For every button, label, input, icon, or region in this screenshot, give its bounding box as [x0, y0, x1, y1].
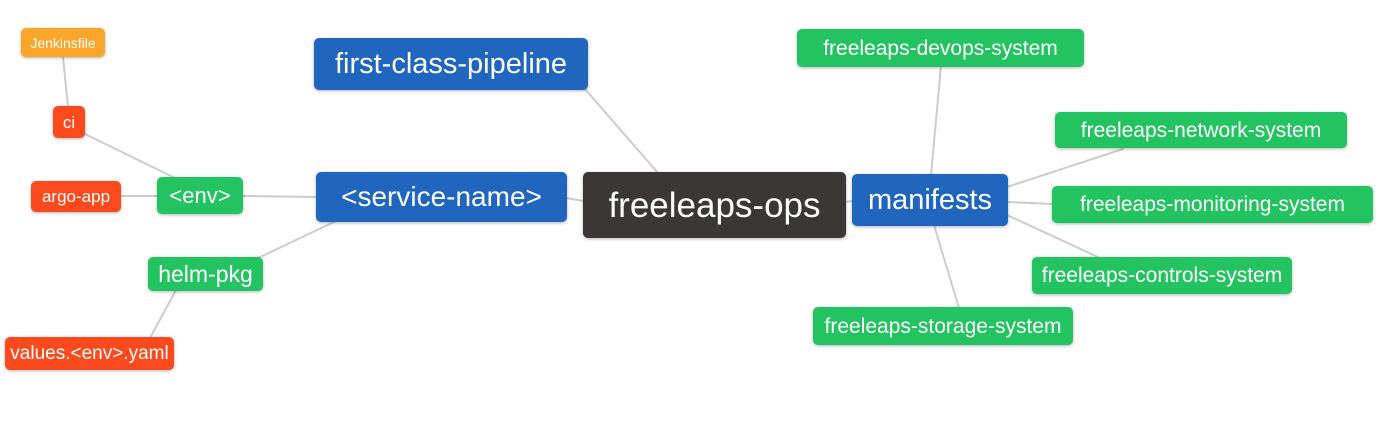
node-first-class-pipeline[interactable]: first-class-pipeline: [314, 38, 588, 90]
edge-jenkinsfile-ci: [62, 56, 69, 108]
node-freeleaps-monitoring-system[interactable]: freeleaps-monitoring-system: [1052, 186, 1373, 223]
edge-pipeline-ops: [584, 88, 659, 174]
node-helm-pkg[interactable]: helm-pkg: [148, 257, 263, 291]
edge-ops-manifests: [844, 200, 854, 203]
node-freeleaps-controls-system[interactable]: freeleaps-controls-system: [1032, 257, 1292, 294]
node-service-name[interactable]: <service-name>: [316, 172, 567, 222]
edge-manifests-monitoring: [1006, 201, 1054, 205]
edge-ci-env: [84, 133, 178, 180]
edge-helm-pkg-service-name: [255, 220, 337, 260]
node-env[interactable]: <env>: [157, 177, 243, 214]
edge-values-helm-pkg: [149, 289, 177, 339]
edge-manifests-storage: [933, 224, 960, 309]
node-freeleaps-network-system[interactable]: freeleaps-network-system: [1055, 112, 1347, 148]
node-freeleaps-storage-system[interactable]: freeleaps-storage-system: [813, 307, 1073, 345]
edge-env-service-name: [242, 195, 318, 198]
edge-manifests-devops: [930, 65, 942, 176]
node-ci[interactable]: ci: [53, 106, 85, 138]
edge-manifests-controls: [1006, 214, 1101, 259]
node-jenkinsfile[interactable]: Jenkinsfile: [21, 28, 105, 57]
edge-service-name-ops: [565, 197, 585, 202]
node-values-env-yaml[interactable]: values.<env>.yaml: [5, 337, 174, 370]
node-freeleaps-devops-system[interactable]: freeleaps-devops-system: [797, 29, 1084, 67]
node-manifests[interactable]: manifests: [852, 174, 1008, 226]
edge-manifests-network: [1006, 148, 1124, 188]
node-argo-app[interactable]: argo-app: [31, 181, 121, 212]
node-freeleaps-ops[interactable]: freeleaps-ops: [583, 172, 846, 238]
